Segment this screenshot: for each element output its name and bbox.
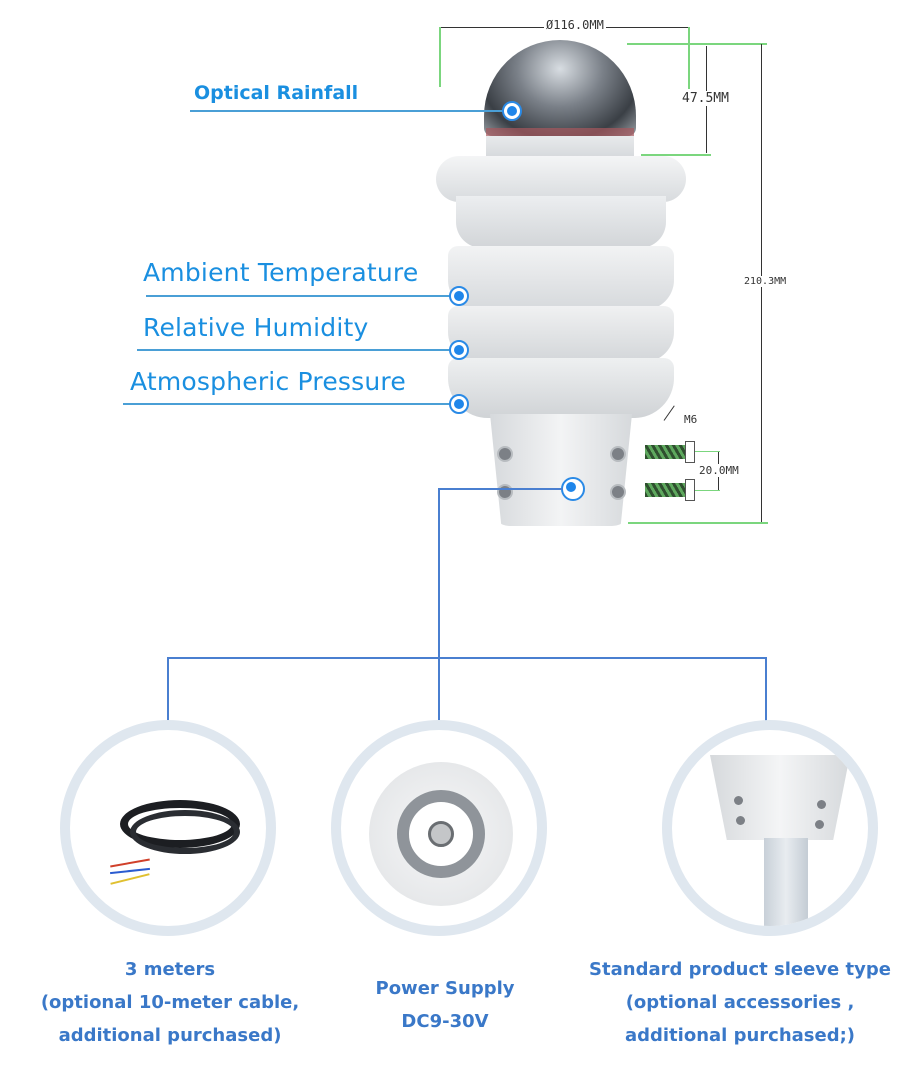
radiation-shield-3 xyxy=(448,358,674,418)
caption-line: additional purchased;) xyxy=(624,1025,856,1046)
bolt-icon xyxy=(734,796,743,805)
cable-caption: 3 meters (optional 10-meter cable, addit… xyxy=(20,953,320,1052)
bolt-icon xyxy=(497,446,513,462)
callout-line xyxy=(190,110,510,112)
bolt-icon xyxy=(610,484,626,500)
dome-seal xyxy=(486,128,634,136)
mounting-base xyxy=(490,414,632,526)
callout-line xyxy=(146,295,452,297)
screw-head-icon xyxy=(685,479,695,501)
wire-yellow xyxy=(110,873,150,885)
callout-line xyxy=(123,403,451,405)
trunk-line xyxy=(438,488,440,720)
atmospheric-pressure-label: Atmospheric Pressure xyxy=(130,367,406,396)
total-bottom-extension xyxy=(628,522,768,524)
callout-point-icon xyxy=(449,394,469,414)
radiation-shield-1 xyxy=(448,246,674,310)
power-supply-caption: Power Supply DC9-30V xyxy=(340,972,550,1038)
screw-icon xyxy=(645,483,685,497)
dome-top-extension xyxy=(627,43,767,45)
diameter-extension-right xyxy=(688,27,690,89)
branch-bar xyxy=(168,657,766,659)
bolt-icon xyxy=(497,484,513,500)
dome-height-label: 47.5MM xyxy=(682,91,729,106)
diameter-extension-left xyxy=(439,27,441,87)
mounting-pole xyxy=(764,838,808,926)
caption-line: Standard product sleeve type xyxy=(589,959,891,980)
screw-head-icon xyxy=(685,441,695,463)
callout-point-icon xyxy=(449,340,469,360)
screw-leader xyxy=(663,405,675,421)
relative-humidity-label: Relative Humidity xyxy=(143,313,369,342)
accessory-power-connector-image xyxy=(331,720,547,936)
callout-point-icon xyxy=(449,286,469,306)
callout-line xyxy=(137,349,451,351)
bolt-icon xyxy=(815,820,824,829)
caption-line: 3 meters xyxy=(124,959,216,980)
sleeve-caption: Standard product sleeve type (optional a… xyxy=(582,953,898,1052)
bolt-icon xyxy=(610,446,626,462)
optical-rainfall-label: Optical Rainfall xyxy=(194,82,359,104)
screw-icon xyxy=(645,445,685,459)
caption-line: DC9-30V xyxy=(401,1011,489,1032)
screw-type-label: M6 xyxy=(684,413,698,426)
aviation-plug-icon xyxy=(428,821,454,847)
top-ring xyxy=(436,156,686,202)
accessory-cable-image xyxy=(60,720,276,936)
mount-sleeve xyxy=(710,755,850,840)
wire-blue xyxy=(110,867,150,875)
screw-extension xyxy=(695,451,720,452)
dome-bottom-extension xyxy=(641,154,711,156)
radiation-shield-2 xyxy=(448,306,674,362)
bolt-icon xyxy=(736,816,745,825)
total-height-label: 210.3MM xyxy=(744,276,787,287)
bolt-icon xyxy=(817,800,826,809)
base-point-icon xyxy=(561,477,585,501)
caption-line: Power Supply xyxy=(375,978,515,999)
wire-red xyxy=(110,858,150,868)
cable-coil-icon xyxy=(130,810,240,854)
diameter-label: Ø116.0MM xyxy=(544,18,606,32)
optical-dome xyxy=(484,40,636,136)
caption-line: additional purchased) xyxy=(58,1025,282,1046)
screw-spacing-label: 20.0MM xyxy=(699,464,739,477)
upper-collar xyxy=(456,196,666,248)
accessory-sleeve-mount-image xyxy=(662,720,878,936)
branch-right xyxy=(765,657,767,721)
screw-extension xyxy=(695,490,720,491)
branch-left xyxy=(167,657,169,721)
caption-line: (optional 10-meter cable, xyxy=(40,992,300,1013)
base-connector-horizontal xyxy=(439,488,563,490)
callout-point-icon xyxy=(502,101,522,121)
caption-line: (optional accessories , xyxy=(625,992,855,1013)
ambient-temperature-label: Ambient Temperature xyxy=(143,258,419,287)
